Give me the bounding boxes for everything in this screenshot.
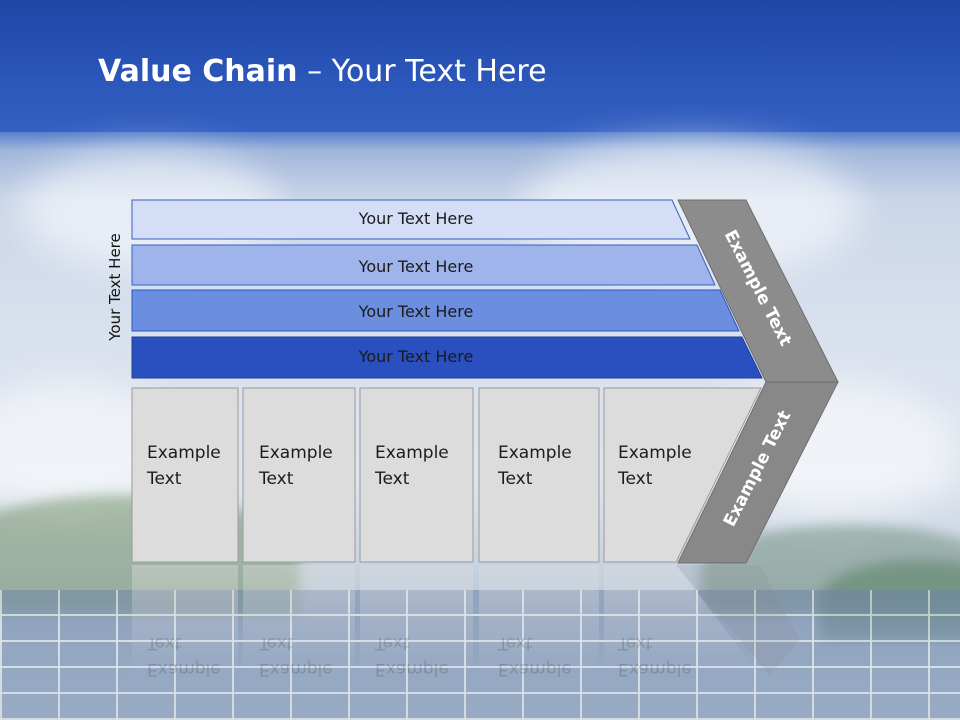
box-4-reflection: Example Text <box>498 630 572 682</box>
box-5 <box>603 387 762 563</box>
box-2-line2: Text <box>259 469 294 489</box>
box-1-refl-line1: Example <box>147 659 221 679</box>
box-1-refl-line2: Text <box>147 633 182 653</box>
box-4-line2: Text <box>498 469 533 489</box>
box-1 <box>131 387 239 563</box>
box-4-refl-line2: Text <box>498 633 533 653</box>
slide-title: Value Chain – Your Text Here <box>98 54 547 89</box>
title-rest: – Your Text Here <box>307 54 547 89</box>
box-3-line1: Example <box>375 443 449 463</box>
box-1-line1: Example <box>147 443 221 463</box>
box-4 <box>478 387 600 563</box>
row-3-label: Your Text Here <box>358 302 474 321</box>
box-1-line2: Text <box>147 469 182 489</box>
reflection <box>132 565 800 675</box>
box-2-refl-line1: Example <box>259 659 333 679</box>
row-4-label: Your Text Here <box>358 347 474 366</box>
row-3 <box>131 289 740 332</box>
box-3-refl-line2: Text <box>375 633 410 653</box>
row-4 <box>131 336 763 379</box>
box-3-line2: Text <box>375 469 410 489</box>
box-2 <box>242 387 356 563</box>
box-1-reflection: Example Text <box>147 630 221 682</box>
box-3-refl-line1: Example <box>375 659 449 679</box>
box-2-reflection: Example Text <box>259 630 333 682</box>
title-bar <box>0 0 960 132</box>
box-4-line1: Example <box>498 443 572 463</box>
box-4-refl-line1: Example <box>498 659 572 679</box>
box-5-line2: Text <box>618 469 653 489</box>
box-5-line1: Example <box>618 443 692 463</box>
box-3 <box>359 387 474 563</box>
box-5-refl-line2: Text <box>618 633 653 653</box>
box-5-reflection: Example Text <box>618 630 692 682</box>
row-2-label: Your Text Here <box>358 257 474 276</box>
chevron-lower <box>677 381 839 564</box>
row-2 <box>131 244 716 286</box>
title-bold: Value Chain <box>98 54 298 89</box>
box-2-line1: Example <box>259 443 333 463</box>
box-2-refl-line2: Text <box>259 633 294 653</box>
box-5-refl-line1: Example <box>618 659 692 679</box>
row-1 <box>131 199 691 240</box>
box-3-reflection: Example Text <box>375 630 449 682</box>
row-1-label: Your Text Here <box>358 209 474 228</box>
